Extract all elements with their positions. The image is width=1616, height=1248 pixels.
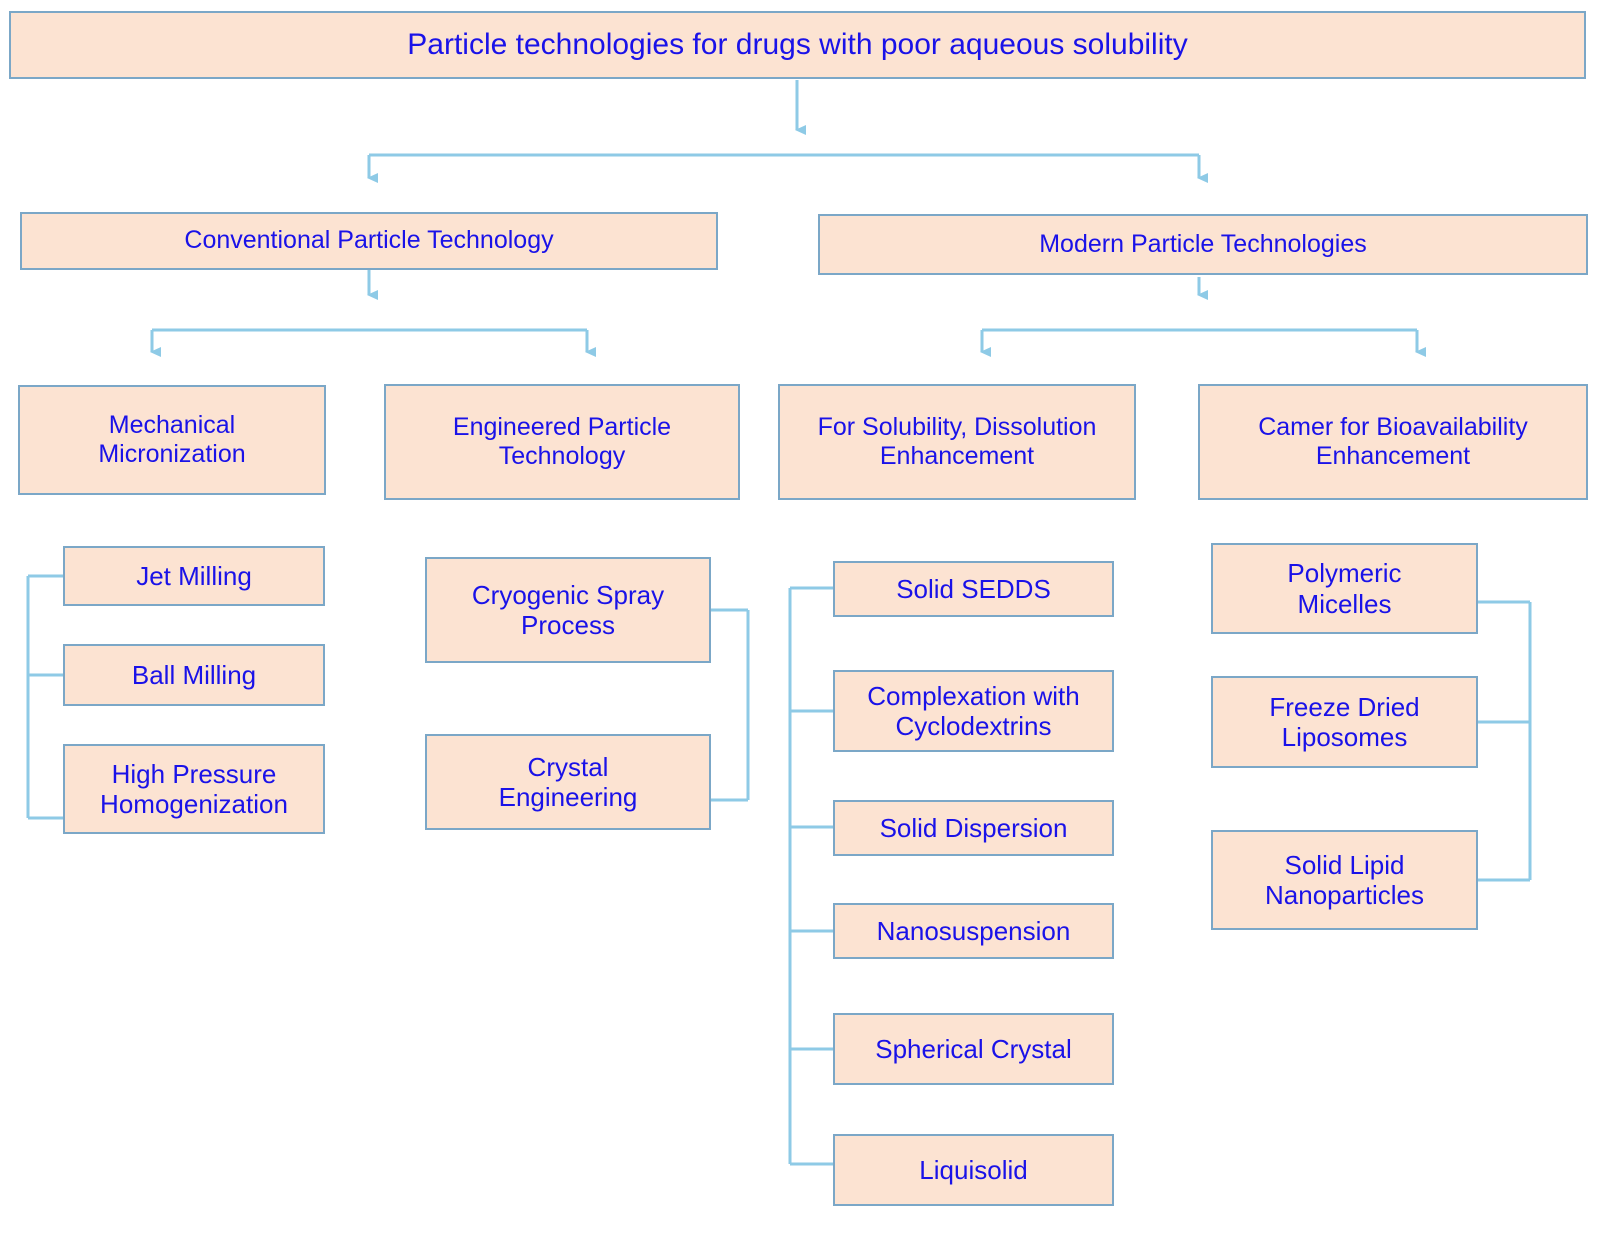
leaf-node-high-pressure-homogenization[interactable]: High Pressure Homogenization [63, 744, 325, 834]
level3-node-mechanical-micronization[interactable]: Mechanical Micronization [18, 385, 326, 495]
leaf-node-complexation-cyclodextrins[interactable]: Complexation with Cyclodextrins [833, 670, 1114, 752]
level2-node-conventional[interactable]: Conventional Particle Technology [20, 212, 718, 270]
level3-node-solubility-dissolution[interactable]: For Solubility, Dissolution Enhancement [778, 384, 1136, 500]
leaf-node-cryogenic-spray-process[interactable]: Cryogenic Spray Process [425, 557, 711, 663]
leaf-node-crystal-engineering[interactable]: Crystal Engineering [425, 734, 711, 830]
level3-node-carrier-bioavailability[interactable]: Camer for Bioavailability Enhancement [1198, 384, 1588, 500]
leaf-node-nanosuspension-label: Nanosuspension [876, 915, 1071, 946]
leaf-node-ball-milling-label: Ball Milling [131, 659, 257, 690]
leaf-node-solid-sedds[interactable]: Solid SEDDS [833, 561, 1114, 617]
leaf-node-crystal-engineering-label: Crystal Engineering [498, 751, 638, 812]
leaf-node-high-pressure-homogenization-label: High Pressure Homogenization [100, 758, 288, 819]
leaf-node-liquisolid[interactable]: Liquisolid [833, 1134, 1114, 1206]
leaf-node-solid-dispersion-label: Solid Dispersion [879, 812, 1068, 843]
leaf-node-solid-lipid-nanoparticles[interactable]: Solid Lipid Nanoparticles [1211, 830, 1478, 930]
root-node[interactable]: Particle technologies for drugs with poo… [9, 11, 1586, 79]
leaf-node-liquisolid-label: Liquisolid [919, 1154, 1028, 1185]
level3-node-engineered-particle-technology[interactable]: Engineered Particle Technology [384, 384, 740, 500]
root-node-label: Particle technologies for drugs with poo… [407, 28, 1188, 62]
leaf-node-nanosuspension[interactable]: Nanosuspension [833, 903, 1114, 959]
leaf-node-spherical-crystal-label: Spherical Crystal [875, 1033, 1072, 1064]
level3-node-solubility-dissolution-label: For Solubility, Dissolution Enhancement [817, 412, 1097, 470]
leaf-node-polymeric-micelles[interactable]: Polymeric Micelles [1211, 543, 1478, 634]
leaf-node-freeze-dried-liposomes-label: Freeze Dried Liposomes [1269, 691, 1420, 752]
leaf-node-jet-milling[interactable]: Jet Milling [63, 546, 325, 606]
leaf-node-solid-dispersion[interactable]: Solid Dispersion [833, 800, 1114, 856]
leaf-node-cryogenic-spray-process-label: Cryogenic Spray Process [471, 579, 665, 640]
level3-node-engineered-particle-technology-label: Engineered Particle Technology [452, 412, 672, 470]
leaf-node-ball-milling[interactable]: Ball Milling [63, 644, 325, 706]
level3-node-mechanical-micronization-label: Mechanical Micronization [98, 410, 246, 468]
leaf-node-solid-lipid-nanoparticles-label: Solid Lipid Nanoparticles [1265, 849, 1424, 910]
level2-node-conventional-label: Conventional Particle Technology [184, 226, 554, 255]
leaf-node-solid-sedds-label: Solid SEDDS [896, 573, 1051, 604]
level2-node-modern-label: Modern Particle Technologies [1039, 229, 1367, 258]
leaf-node-complexation-cyclodextrins-label: Complexation with Cyclodextrins [867, 680, 1080, 741]
leaf-node-freeze-dried-liposomes[interactable]: Freeze Dried Liposomes [1211, 676, 1478, 768]
level3-node-carrier-bioavailability-label: Camer for Bioavailability Enhancement [1258, 412, 1528, 470]
leaf-node-spherical-crystal[interactable]: Spherical Crystal [833, 1013, 1114, 1085]
leaf-node-polymeric-micelles-label: Polymeric Micelles [1287, 558, 1402, 619]
level2-node-modern[interactable]: Modern Particle Technologies [818, 214, 1588, 275]
leaf-node-jet-milling-label: Jet Milling [136, 560, 252, 591]
